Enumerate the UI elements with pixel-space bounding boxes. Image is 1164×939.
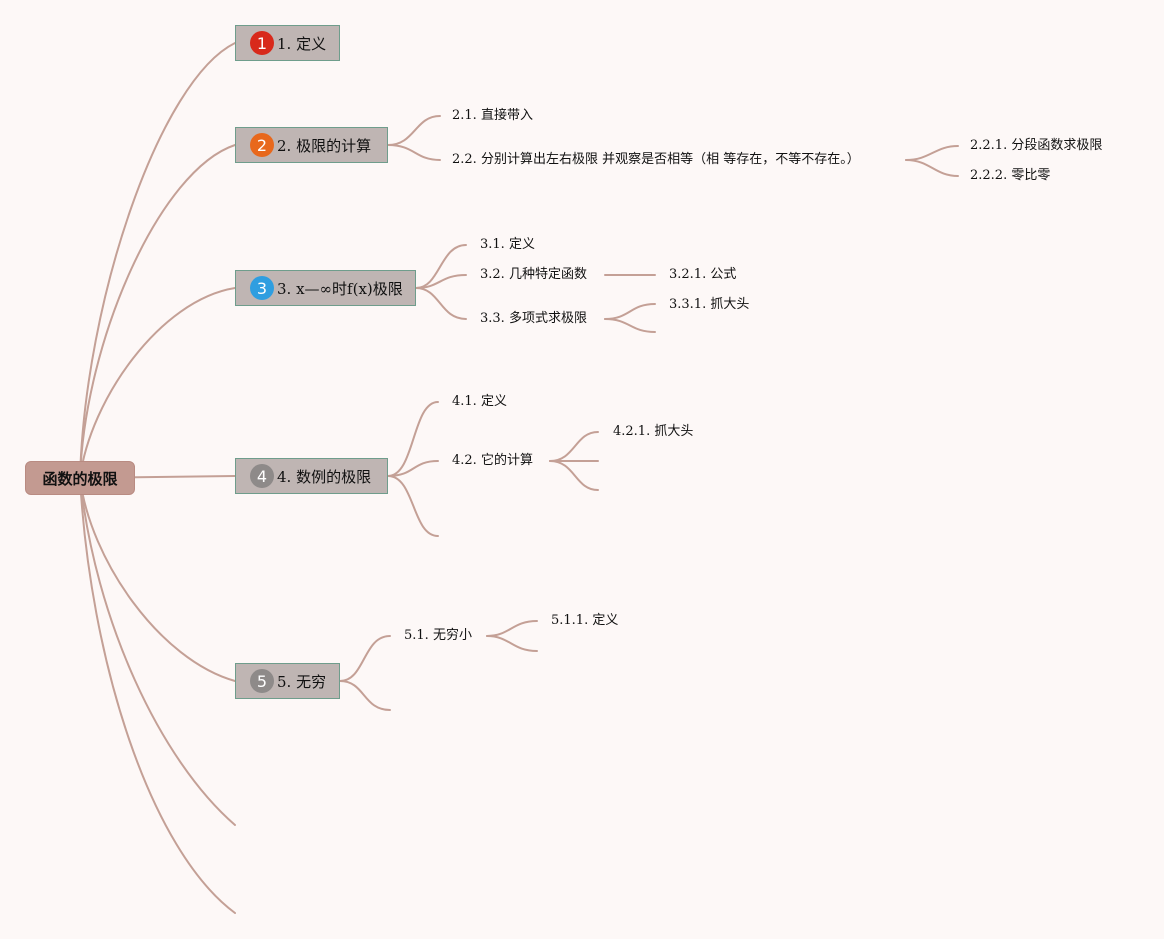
subtopic-3-2[interactable]: 3.2. 几种特定函数 [480, 267, 587, 282]
link-root-topic5 [79, 477, 236, 682]
link-2-2-1 [905, 145, 959, 161]
subtopic-4-2[interactable]: 4.2. 它的计算 [452, 453, 533, 468]
link-5-1-1 [486, 620, 538, 637]
link-root-topic2 [79, 144, 236, 479]
subtopic-3-3-1[interactable]: 3.3.1. 抓大头 [669, 297, 750, 312]
subtopic-5-1-1[interactable]: 5.1.1. 定义 [551, 613, 619, 628]
link-4-empty [387, 475, 439, 537]
link-4-2-empty2 [549, 460, 599, 491]
link-root-empty1 [79, 477, 236, 826]
topic-label: 4. 数例的极限 [277, 467, 372, 486]
priority-3-icon: 3 [250, 276, 274, 300]
link-5-empty [339, 680, 391, 711]
link-root-empty2 [79, 477, 236, 914]
topic-label: 3. x—∞时f(x)极限 [277, 279, 403, 298]
topic-label: 1. 定义 [277, 34, 327, 53]
priority-2-icon: 2 [250, 133, 274, 157]
priority-5-icon: 5 [250, 669, 274, 693]
subtopic-2-1[interactable]: 2.1. 直接带入 [452, 108, 533, 123]
subtopic-2-2-2[interactable]: 2.2.2. 零比零 [970, 168, 1051, 183]
topic-4[interactable]: 4 4. 数例的极限 [235, 458, 388, 494]
link-root-topic1 [79, 42, 236, 479]
subtopic-4-2-1[interactable]: 4.2.1. 抓大头 [613, 424, 694, 439]
link-2-1 [387, 115, 441, 146]
topic-5[interactable]: 5 5. 无穷 [235, 663, 340, 699]
link-3-3-empty [604, 318, 656, 333]
link-root-topic3 [79, 287, 236, 479]
subtopic-3-1[interactable]: 3.1. 定义 [480, 237, 535, 252]
topic-3[interactable]: 3 3. x—∞时f(x)极限 [235, 270, 416, 306]
link-5-1 [339, 635, 391, 682]
link-5-1-empty [486, 635, 538, 652]
link-4-2 [387, 460, 439, 477]
subtopic-2-2[interactable]: 2.2. 分别计算出左右极限 并观察是否相等（相 等存在，不等不存在。） [452, 152, 860, 167]
root-topic-label: 函数的极限 [42, 469, 118, 488]
link-3-3 [415, 287, 467, 320]
priority-1-icon: 1 [250, 31, 274, 55]
subtopic-3-3[interactable]: 3.3. 多项式求极限 [480, 311, 587, 326]
subtopic-2-2-1[interactable]: 2.2.1. 分段函数求极限 [970, 138, 1103, 153]
priority-4-icon: 4 [250, 464, 274, 488]
topic-label: 2. 极限的计算 [277, 136, 372, 155]
link-4-2-1 [549, 431, 599, 462]
link-2-2-2 [905, 159, 959, 177]
subtopic-4-1[interactable]: 4.1. 定义 [452, 394, 507, 409]
topic-2[interactable]: 2 2. 极限的计算 [235, 127, 388, 163]
link-3-3-1 [604, 303, 656, 320]
link-2-2 [387, 144, 441, 161]
topic-label: 5. 无穷 [277, 672, 327, 691]
subtopic-5-1[interactable]: 5.1. 无穷小 [404, 628, 472, 643]
topic-1[interactable]: 1 1. 定义 [235, 25, 340, 61]
link-4-1 [387, 401, 439, 477]
root-topic[interactable]: 函数的极限 [25, 461, 135, 495]
subtopic-3-2-1[interactable]: 3.2.1. 公式 [669, 267, 737, 282]
